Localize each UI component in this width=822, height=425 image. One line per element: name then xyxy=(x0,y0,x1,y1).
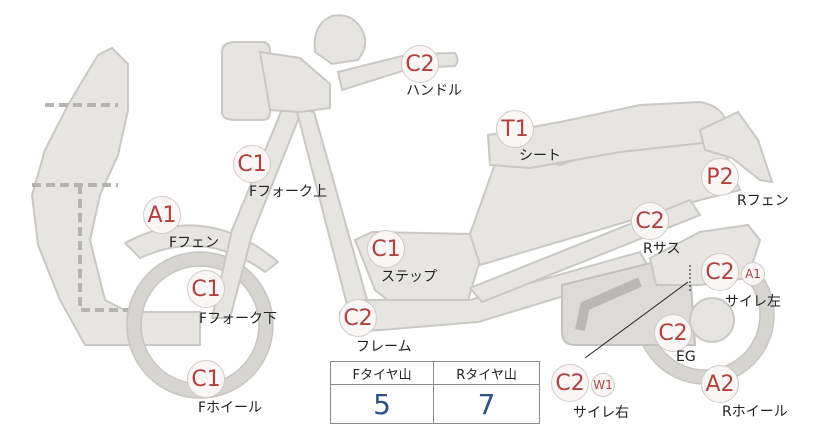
mirror-shape xyxy=(313,14,367,66)
rear-fender-shape xyxy=(698,110,774,184)
frame-grade-badge: C2 xyxy=(339,299,377,337)
handle-label: ハンドル xyxy=(406,83,462,99)
rear-wheel-grade-badge: A2 xyxy=(701,365,739,403)
belt-shape xyxy=(575,277,642,332)
rear-suspension-grade-badge: C2 xyxy=(631,202,669,240)
seat-shape xyxy=(486,100,728,170)
muffler-left-sub-badge: A1 xyxy=(741,262,765,286)
step-label: ステップ xyxy=(381,269,437,285)
muffler-right-sub-badge: W1 xyxy=(591,373,615,397)
muffler-left-label: サイレ左 xyxy=(725,294,781,310)
front-wheel-grade-badge: C1 xyxy=(187,360,225,398)
frame-label: フレーム xyxy=(356,339,412,355)
front-wheel-label: Fホイール xyxy=(198,400,263,416)
muffler-right-label: サイレ右 xyxy=(573,405,629,421)
rear-suspension-label: Rサス xyxy=(643,241,681,257)
step-grade-badge: C1 xyxy=(367,230,405,268)
muffler-right-pointer xyxy=(584,281,689,359)
engine-hub-shape xyxy=(689,297,735,343)
rear-wheel-label: Rホイール xyxy=(722,404,788,420)
handle-grade-badge: C2 xyxy=(401,45,439,83)
panel-seam-lines xyxy=(32,103,128,312)
headlight-shape xyxy=(221,41,271,121)
seat-grade-badge: T1 xyxy=(496,110,534,148)
tire-tread-table: Fタイヤ山 Rタイヤ山 5 7 xyxy=(329,361,540,424)
engine-label: EG xyxy=(676,349,696,365)
front-fender-grade-badge: A1 xyxy=(143,196,181,234)
muffler-left-grade-badge: C2 xyxy=(701,253,739,291)
frame-front-tube xyxy=(294,106,372,318)
muffler-right-grade-badge: C2 xyxy=(551,364,589,402)
rear-tread-value: 7 xyxy=(433,384,540,424)
fork-lower-label: Fフォーク下 xyxy=(199,311,278,327)
front-tread-value: 5 xyxy=(329,384,435,424)
engine-grade-badge: C2 xyxy=(654,314,692,352)
fork-upper-label: Fフォーク上 xyxy=(249,184,328,200)
seat-label: シート xyxy=(519,148,561,164)
rear-fender-label: Rフェン xyxy=(737,193,789,209)
fork-upper-grade-badge: C1 xyxy=(233,145,271,183)
fork-lower-grade-badge: C1 xyxy=(187,270,225,308)
front-cowl-shape xyxy=(258,50,331,114)
front-fender-label: Fフェン xyxy=(169,235,220,251)
front-tread-header: Fタイヤ山 xyxy=(329,361,435,385)
leg-shield-shape xyxy=(30,46,201,346)
rear-fender-grade-badge: P2 xyxy=(701,158,739,196)
rear-tread-header: Rタイヤ山 xyxy=(433,361,540,385)
